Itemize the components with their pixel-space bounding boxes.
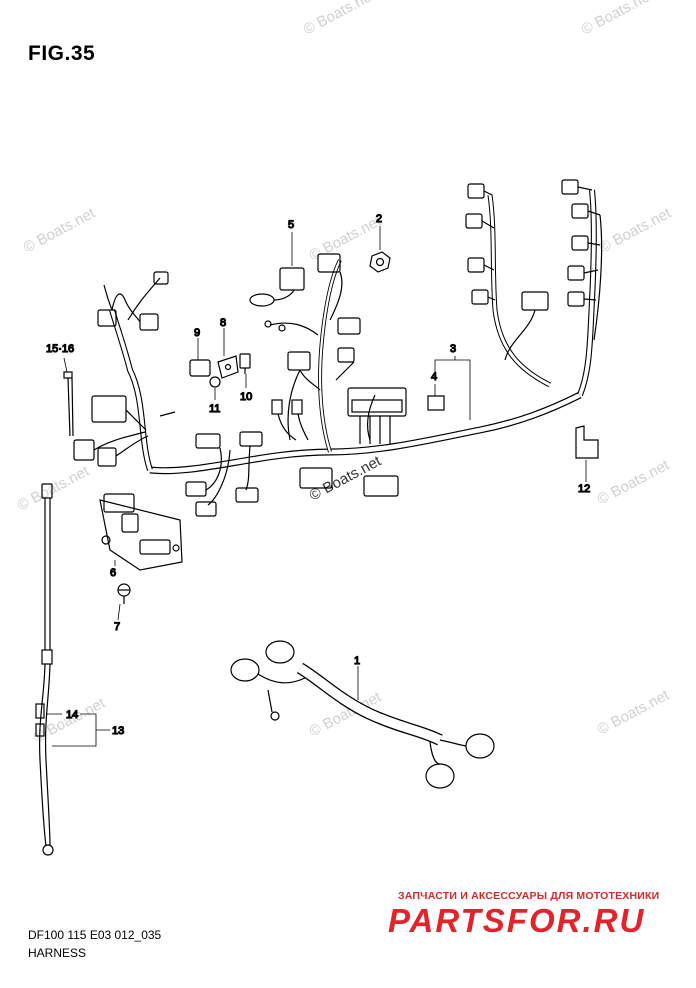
diagram-code: DF100 115 E03 012_035 — [28, 928, 162, 942]
battery-cable — [35, 483, 54, 856]
coil-connectors-right — [465, 179, 603, 361]
nut — [369, 251, 391, 273]
figure-title: FIG.35 — [28, 42, 96, 65]
callout-14: 14 — [66, 709, 78, 721]
clip-bracket — [575, 425, 599, 459]
callout-leaders — [46, 226, 587, 747]
connectors-upper-center — [249, 253, 361, 391]
brand-logo: PARTSFOR.RU — [388, 902, 646, 939]
callout-1: 1 — [354, 655, 360, 667]
screw — [117, 583, 131, 604]
callout-10: 10 — [240, 391, 252, 403]
callout-2: 2 — [376, 213, 382, 225]
fuse-box — [299, 387, 445, 497]
diagram-caption: HARNESS — [28, 946, 87, 960]
brand-tagline: ЗАПЧАСТИ И АКСЕССУАРЫ ДЛЯ МОТОТЕХНИКИ — [398, 890, 660, 902]
callout-5: 5 — [288, 219, 294, 231]
cable-tie — [63, 371, 74, 437]
main-harness — [109, 189, 597, 475]
connectors-mid — [185, 399, 309, 517]
callout-12: 12 — [578, 483, 590, 495]
callout-7: 7 — [114, 621, 120, 633]
connectors-left — [73, 271, 176, 467]
small-parts — [189, 353, 251, 388]
callout-11: 11 — [209, 403, 220, 415]
callout-8: 8 — [220, 317, 226, 329]
callout-9: 9 — [194, 327, 200, 339]
callout-3: 3 — [450, 343, 456, 355]
sub-harness — [230, 640, 495, 789]
relay-bracket — [99, 493, 183, 571]
callout-13: 13 — [112, 725, 124, 737]
callout-4: 4 — [431, 371, 437, 383]
callout-6: 6 — [110, 567, 116, 579]
callout-15-16: 15·16 — [46, 343, 74, 355]
